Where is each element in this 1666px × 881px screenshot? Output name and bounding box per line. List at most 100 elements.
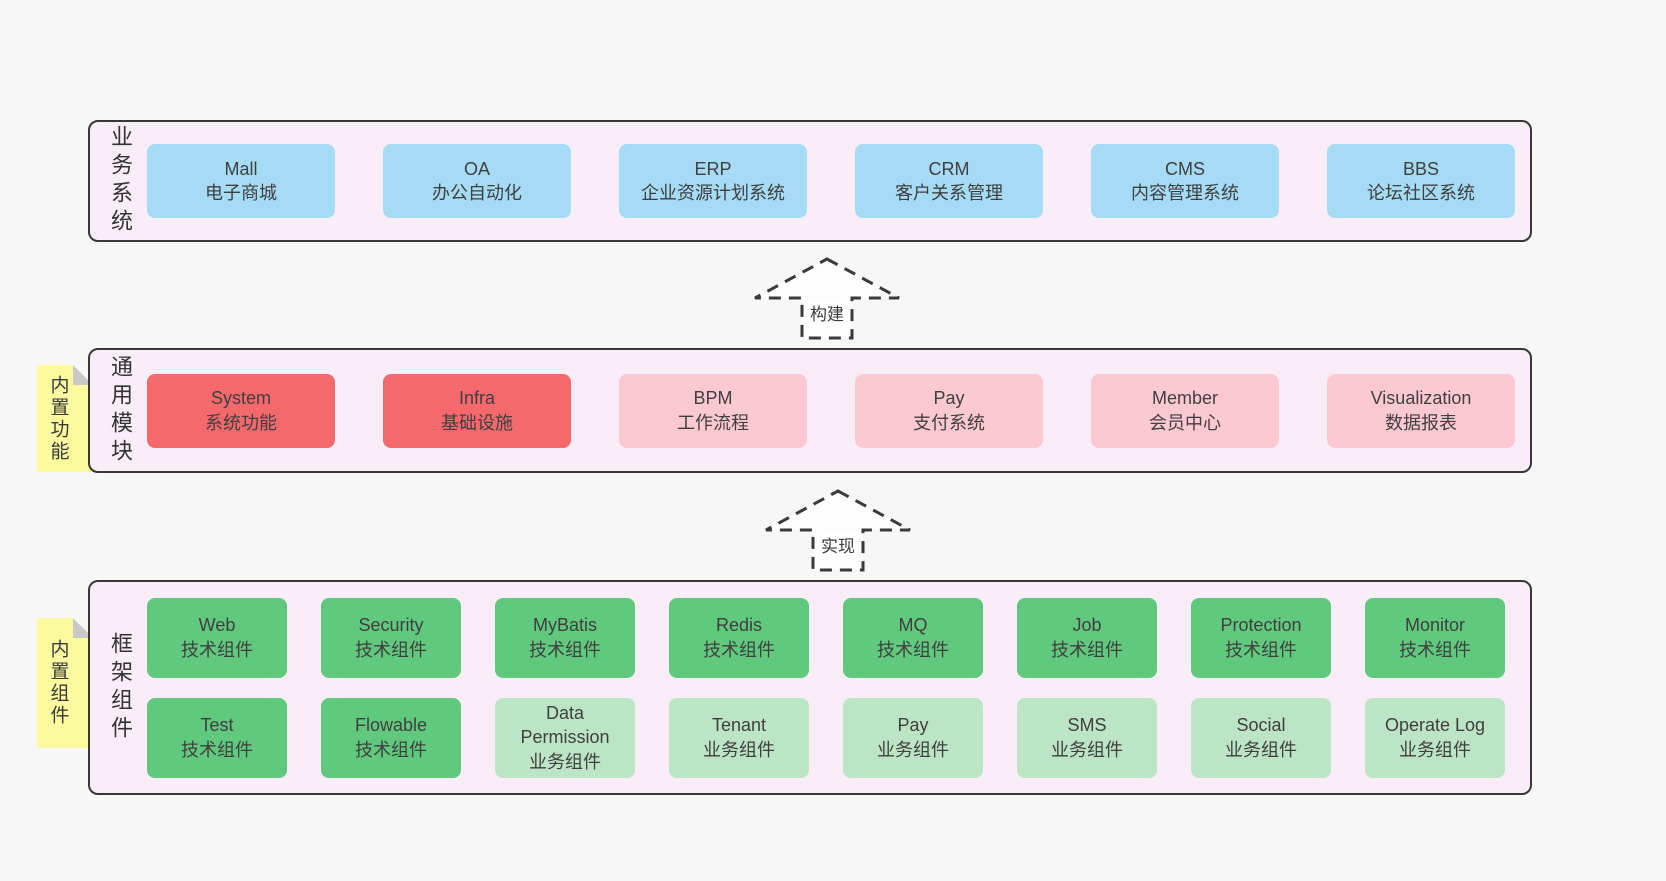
node-security: Security 技术组件	[321, 597, 461, 678]
node-title: Protection	[1220, 615, 1302, 636]
node-subtitle: 会员中心	[1149, 412, 1221, 433]
node-title: SMS	[1067, 715, 1107, 736]
node-subtitle: 技术组件	[1399, 639, 1471, 660]
node-subtitle: 电子商城	[205, 183, 277, 203]
node-subtitle: 技术组件	[529, 639, 601, 660]
node-subtitle: 企业资源计划系统	[641, 183, 785, 203]
node-title: BPM	[693, 388, 733, 409]
node-title: Security	[358, 615, 424, 636]
node-crm: CRM 客户关系管理	[855, 144, 1043, 218]
node-title: Visualization	[1370, 388, 1472, 409]
node-bbs: BBS 论坛社区系统	[1327, 144, 1515, 218]
node-infra: Infra 基础设施	[383, 373, 571, 448]
node-title: Mall	[224, 158, 258, 179]
node-protection: Protection 技术组件	[1191, 597, 1331, 678]
band-label: 业务系统	[108, 125, 133, 237]
band-content: Mall 电子商城 OA 办公自动化 ERP 企业资源计划系统 CRM 客户关系…	[147, 122, 1515, 240]
band-content: Web 技术组件 Security 技术组件 MyBatis 技术组件 Redi…	[147, 582, 1514, 793]
node-subtitle: 客户关系管理	[895, 183, 1003, 203]
node-subtitle: 技术组件	[355, 739, 427, 760]
node-subtitle: 业务组件	[1399, 739, 1471, 760]
node-mall: Mall 电子商城	[147, 144, 335, 218]
node-title: Infra	[458, 388, 496, 409]
band-framework-components: 框架组件 Web 技术组件 Security 技术组件 MyBatis 技术组件…	[88, 580, 1532, 795]
components-row-1: Web 技术组件 Security 技术组件 MyBatis 技术组件 Redi…	[147, 597, 1505, 678]
node-title: MQ	[898, 615, 928, 636]
band-label: 通用模块	[108, 354, 133, 467]
components-row-2: Test 技术组件 Flowable 技术组件 Data Permission …	[147, 697, 1505, 778]
band-content: System 系统功能 Infra 基础设施 BPM 工作流程 Pay 支付系统…	[147, 350, 1515, 471]
node-system: System 系统功能	[147, 373, 335, 448]
node-title: CRM	[928, 158, 970, 179]
arrow-label: 实现	[818, 530, 858, 559]
node-operate-log: Operate Log 业务组件	[1365, 697, 1505, 778]
node-title: Tenant	[711, 715, 767, 736]
node-job: Job 技术组件	[1017, 597, 1157, 678]
node-erp: ERP 企业资源计划系统	[619, 144, 807, 218]
arrow-build: 构建	[747, 254, 907, 342]
node-title: MyBatis	[532, 615, 597, 636]
node-title: CMS	[1165, 158, 1205, 179]
node-subtitle: 内容管理系统	[1131, 183, 1239, 203]
node-subtitle: 技术组件	[355, 639, 427, 660]
node-subtitle: 业务组件	[703, 739, 775, 760]
node-title: Web	[198, 615, 236, 636]
node-subtitle: 支付系统	[913, 412, 985, 433]
node-title: Pay	[933, 388, 965, 409]
sticky-note-built-in-components: 内置组件	[37, 618, 93, 748]
node-subtitle: 技术组件	[1051, 639, 1123, 660]
sticky-note-built-in-features: 内置功能	[37, 365, 93, 472]
node-title: BBS	[1402, 158, 1440, 179]
node-subtitle: 技术组件	[181, 639, 253, 660]
node-subtitle: 业务组件	[1051, 739, 1123, 760]
sticky-note-label: 内置组件	[47, 639, 69, 727]
node-title: Monitor	[1404, 615, 1466, 636]
node-title: Redis	[715, 615, 763, 636]
node-test: Test 技术组件	[147, 697, 287, 778]
node-redis: Redis 技术组件	[669, 597, 809, 678]
node-sms: SMS 业务组件	[1017, 697, 1157, 778]
node-pay-business: Pay 业务组件	[843, 697, 983, 778]
node-mybatis: MyBatis 技术组件	[495, 597, 635, 678]
node-title: System	[210, 388, 271, 409]
node-cms: CMS 内容管理系统	[1091, 144, 1279, 218]
node-title: OA	[463, 158, 490, 179]
node-subtitle: 论坛社区系统	[1367, 183, 1475, 203]
band-label: 框架组件	[108, 631, 133, 744]
node-bpm: BPM 工作流程	[619, 373, 807, 448]
node-subtitle: 系统功能	[205, 412, 277, 433]
node-title: Flowable	[354, 715, 428, 736]
node-subtitle: 技术组件	[1225, 639, 1297, 660]
node-title: Member	[1151, 388, 1218, 409]
node-subtitle: 数据报表	[1385, 412, 1457, 433]
node-mq: MQ 技术组件	[843, 597, 983, 678]
node-member: Member 会员中心	[1091, 373, 1279, 448]
node-title: Data Permission	[520, 703, 610, 748]
sticky-note-label: 内置功能	[47, 374, 69, 463]
arrow-implement: 实现	[758, 486, 918, 574]
node-tenant: Tenant 业务组件	[669, 697, 809, 778]
node-pay: Pay 支付系统	[855, 373, 1043, 448]
node-subtitle: 业务组件	[877, 739, 949, 760]
node-data-permission: Data Permission 业务组件	[495, 697, 635, 778]
node-flowable: Flowable 技术组件	[321, 697, 461, 778]
node-oa: OA 办公自动化	[383, 144, 571, 218]
node-subtitle: 业务组件	[529, 751, 601, 772]
node-title: Operate Log	[1384, 715, 1486, 736]
node-title: ERP	[694, 158, 732, 179]
node-subtitle: 基础设施	[441, 412, 513, 433]
node-visualization: Visualization 数据报表	[1327, 373, 1515, 448]
node-subtitle: 技术组件	[877, 639, 949, 660]
band-business-systems: 业务系统 Mall 电子商城 OA 办公自动化 ERP 企业资源计划系统 CRM…	[88, 120, 1532, 242]
node-title: Pay	[897, 715, 929, 736]
node-subtitle: 业务组件	[1225, 739, 1297, 760]
node-title: Social	[1236, 715, 1286, 736]
node-title: Job	[1072, 615, 1102, 636]
node-web: Web 技术组件	[147, 597, 287, 678]
node-subtitle: 办公自动化	[432, 183, 522, 203]
node-subtitle: 技术组件	[181, 739, 253, 760]
node-title: Test	[200, 715, 234, 736]
node-subtitle: 工作流程	[677, 412, 749, 433]
node-subtitle: 技术组件	[703, 639, 775, 660]
